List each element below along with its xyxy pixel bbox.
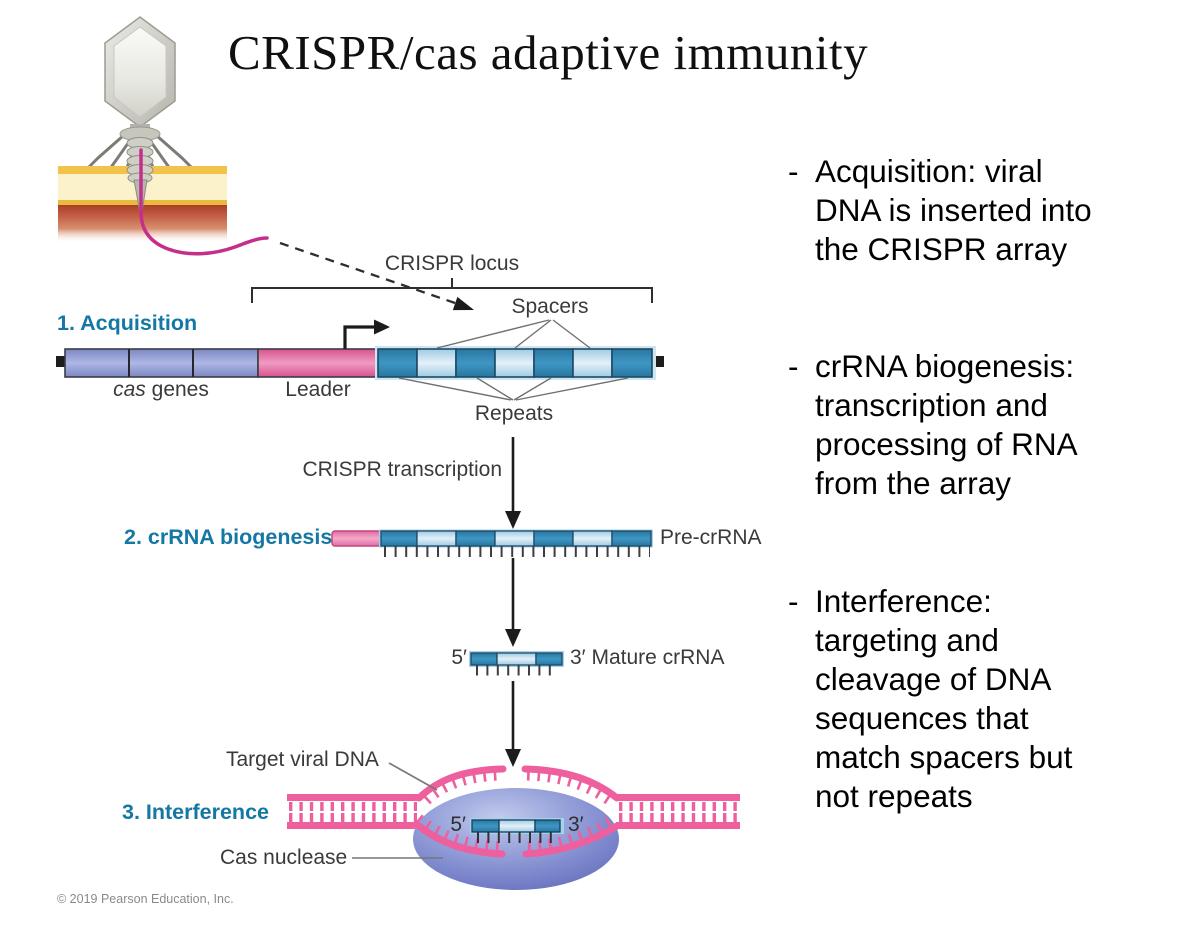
target-dna-left-duplex: [287, 794, 420, 829]
repeat-spacer-array: [377, 348, 653, 378]
insertion-dashed-arrow: [279, 241, 474, 311]
flow-arrow-2: [505, 558, 521, 647]
bullet-crrna-biogenesis-text: crRNA biogenesis: transcription and proc…: [815, 348, 1078, 501]
bottom-strand: [415, 814, 621, 858]
bacteriophage-icon: [58, 16, 269, 256]
bullet-crrna-biogenesis: - crRNA biogenesis: transcription and pr…: [788, 347, 1192, 503]
slide-title: CRISPR/cas adaptive immunity: [228, 25, 869, 80]
viral-dna-thread: [139, 148, 269, 256]
target-dna-right-duplex: [616, 794, 740, 829]
step-2-crrna-biogenesis-label: 2. crRNA biogenesis: [124, 525, 333, 549]
repeats-label: Repeats: [474, 402, 554, 425]
five-prime-inner-label: 5′: [450, 813, 466, 836]
pre-crrna-label: Pre-crRNA: [660, 526, 762, 549]
step-1-acquisition-label: 1. Acquisition: [57, 311, 198, 335]
crrna-in-nuclease: [470, 818, 564, 843]
cas-genes-label: cas genes: [113, 378, 209, 401]
bullet-marker: -: [788, 348, 799, 384]
mature-crrna-label: 3′ Mature crRNA: [570, 646, 725, 669]
crispr-locus-bracket: [251, 278, 653, 303]
three-prime-inner-label: 3′: [568, 813, 584, 836]
cas-nuclease-label: Cas nuclease: [220, 846, 348, 869]
cas-genes-segment: [64, 348, 259, 378]
leader-segment: [257, 348, 379, 378]
five-prime-mature-label: 5′: [451, 646, 467, 669]
bullet-acquisition-text: Acquisition: viral DNA is inserted into …: [815, 153, 1092, 267]
spacers-label: Spacers: [511, 295, 589, 318]
target-viral-dna-label: Target viral DNA: [226, 748, 379, 771]
cas-nuclease-body: [413, 788, 619, 890]
bullet-marker: -: [788, 583, 799, 619]
pre-crrna-bar: [331, 529, 653, 557]
leader-label: Leader: [285, 378, 351, 401]
target-dna-leader-line: [388, 762, 438, 791]
interference-complex: [287, 762, 740, 890]
mature-crrna-bar: [469, 651, 564, 676]
crispr-locus-bar: [56, 319, 664, 380]
top-strand: [415, 765, 621, 805]
crispr-transcription-label: CRISPR transcription: [302, 458, 502, 481]
flow-arrow-3: [505, 681, 521, 767]
bullet-acquisition: - Acquisition: viral DNA is inserted int…: [788, 152, 1192, 269]
bullet-marker: -: [788, 153, 799, 189]
step-3-interference-label: 3. Interference: [122, 800, 269, 824]
bullet-interference-text: Interference: targeting and cleavage of …: [815, 583, 1073, 814]
flow-arrow-1: [505, 437, 521, 529]
copyright-notice: © 2019 Pearson Education, Inc.: [57, 892, 234, 906]
crispr-locus-label: CRISPR locus: [384, 252, 520, 275]
promoter-arrow: [343, 319, 390, 349]
bullet-interference: - Interference: targeting and cleavage o…: [788, 582, 1192, 816]
repeat-pointer-lines: [398, 377, 629, 401]
spacer-pointer-lines: [436, 319, 591, 349]
